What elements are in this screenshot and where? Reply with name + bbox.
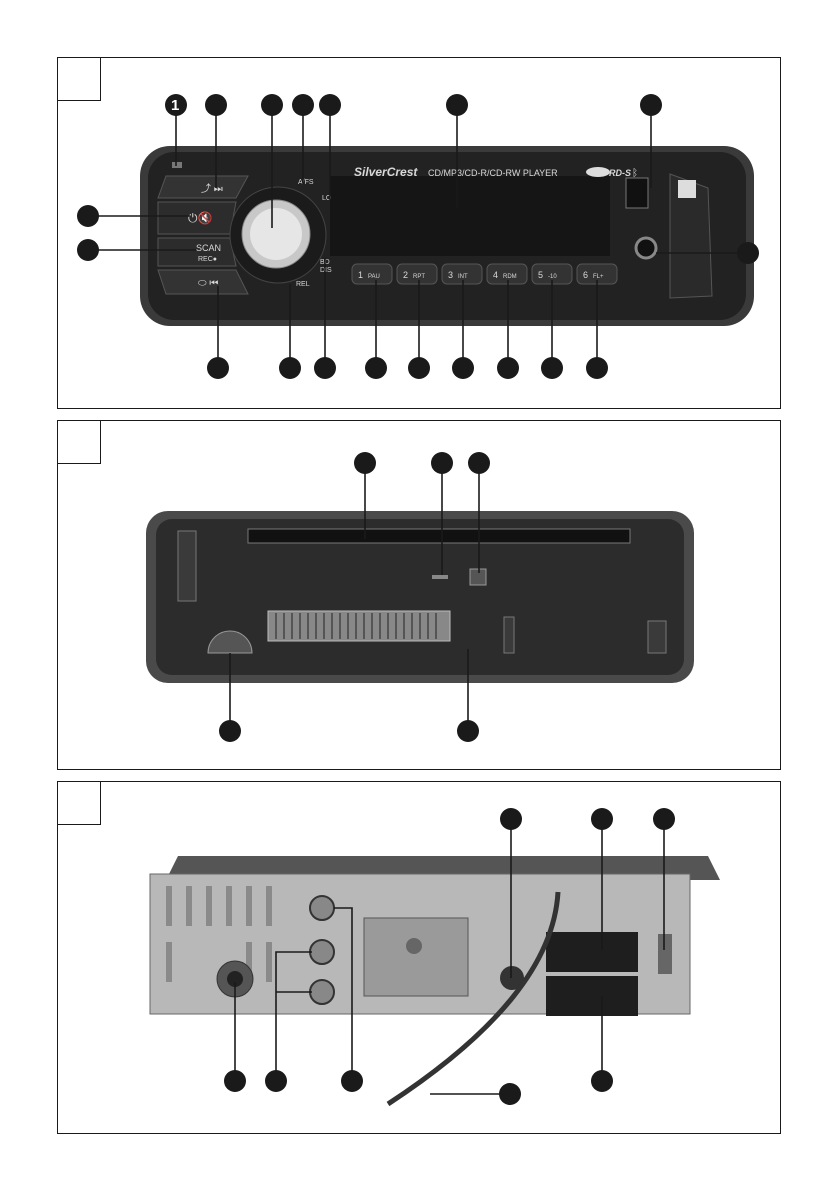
callout-marker (457, 720, 479, 742)
callout-marker (431, 452, 453, 474)
callout-marker (541, 357, 563, 379)
mounting-plate (364, 918, 468, 996)
preset-6-label: FL+ (593, 274, 604, 280)
preset-2-num: 2 (403, 270, 408, 280)
iso-connector-upper (546, 932, 638, 972)
preset-3-label: INT (458, 274, 468, 280)
callout-marker (77, 205, 99, 227)
callout-marker (219, 720, 241, 742)
callout-marker (354, 452, 376, 474)
faceplate-connector (268, 611, 450, 641)
left-latch (178, 531, 196, 601)
preset-5-label: -10 (548, 274, 557, 280)
iso-connector-lower (546, 976, 638, 1016)
callout-marker (737, 242, 759, 264)
cd-slot (248, 529, 630, 543)
release-square-button (470, 569, 486, 585)
rca-jack-middle (310, 940, 334, 964)
callout-marker (279, 357, 301, 379)
preset-5-num: 5 (538, 270, 543, 280)
cd-logo (678, 180, 696, 198)
callout-marker (452, 357, 474, 379)
right-latch (648, 621, 666, 653)
dis-label: DIS (320, 267, 332, 274)
next-icon: ⤴ ⏭ (201, 182, 223, 195)
rds-badge (586, 167, 610, 177)
rca-jack-top (310, 896, 334, 920)
callout-marker (591, 808, 613, 830)
preset-2-label: RPT (413, 274, 425, 280)
bluetooth-icon: ᛒ (632, 168, 638, 179)
callout-marker (586, 357, 608, 379)
callout-number: 1 (171, 97, 179, 114)
callout-marker (408, 357, 430, 379)
figure-number-box (57, 420, 101, 464)
callout-marker (341, 1070, 363, 1092)
rca-jack-bottom (310, 980, 334, 1004)
figure-number-box (57, 57, 101, 101)
callout-marker (591, 1070, 613, 1092)
model-text: CD/MP3/CD-R/CD-RW PLAYER (428, 168, 558, 178)
callout-marker (292, 94, 314, 116)
figure-panel-2 (57, 420, 781, 770)
rds-text: RD-S (609, 168, 631, 178)
figure-panel-1: SilverCrest CD/MP3/CD-R/CD-RW PLAYER RD-… (57, 57, 781, 409)
callout-marker (265, 1070, 287, 1092)
callout-marker (314, 357, 336, 379)
callout-marker (365, 357, 387, 379)
preset-6-num: 6 (583, 270, 588, 280)
prev-icon: ⬭ ⏮ (198, 278, 218, 289)
mounting-bolt (406, 938, 422, 954)
preset-1-label: PAU (368, 274, 380, 280)
preset-4-num: 4 (493, 270, 498, 280)
car-radio-front-illustration: SilverCrest CD/MP3/CD-R/CD-RW PLAYER RD-… (58, 58, 782, 410)
aux-jack (636, 238, 656, 258)
rel-label: REL (296, 281, 310, 288)
figure-number-box (57, 781, 101, 825)
callout-marker (224, 1070, 246, 1092)
car-radio-rear-illustration (58, 782, 782, 1135)
power-mute-icon: ⏻🔇 (188, 211, 212, 225)
preset-1-num: 1 (358, 270, 363, 280)
usb-port (626, 178, 648, 208)
afs-label: A/FS (298, 179, 314, 186)
callout-marker (446, 94, 468, 116)
preset-4-label: RDM (503, 274, 517, 280)
callout-marker (653, 808, 675, 830)
brand-text: SilverCrest (354, 165, 418, 179)
callout-marker (500, 808, 522, 830)
callout-marker (205, 94, 227, 116)
reset-led (172, 162, 182, 168)
callout-marker (640, 94, 662, 116)
figure-panel-3 (57, 781, 781, 1134)
lever (504, 617, 514, 653)
callout-marker (207, 357, 229, 379)
volume-knob-center (250, 208, 302, 260)
callout-marker (261, 94, 283, 116)
preset-3-num: 3 (448, 270, 453, 280)
callout-marker (319, 94, 341, 116)
connector-pins (276, 613, 436, 639)
display-window (330, 176, 610, 256)
callout-marker (77, 239, 99, 261)
car-radio-detached-front-illustration (58, 421, 782, 771)
rec-label: REC● (198, 256, 217, 263)
small-slot (432, 575, 448, 579)
callout-marker (499, 1083, 521, 1105)
callout-marker (468, 452, 490, 474)
scan-label: SCAN (196, 243, 221, 253)
callout-marker (497, 357, 519, 379)
fuse-holder (658, 934, 672, 974)
